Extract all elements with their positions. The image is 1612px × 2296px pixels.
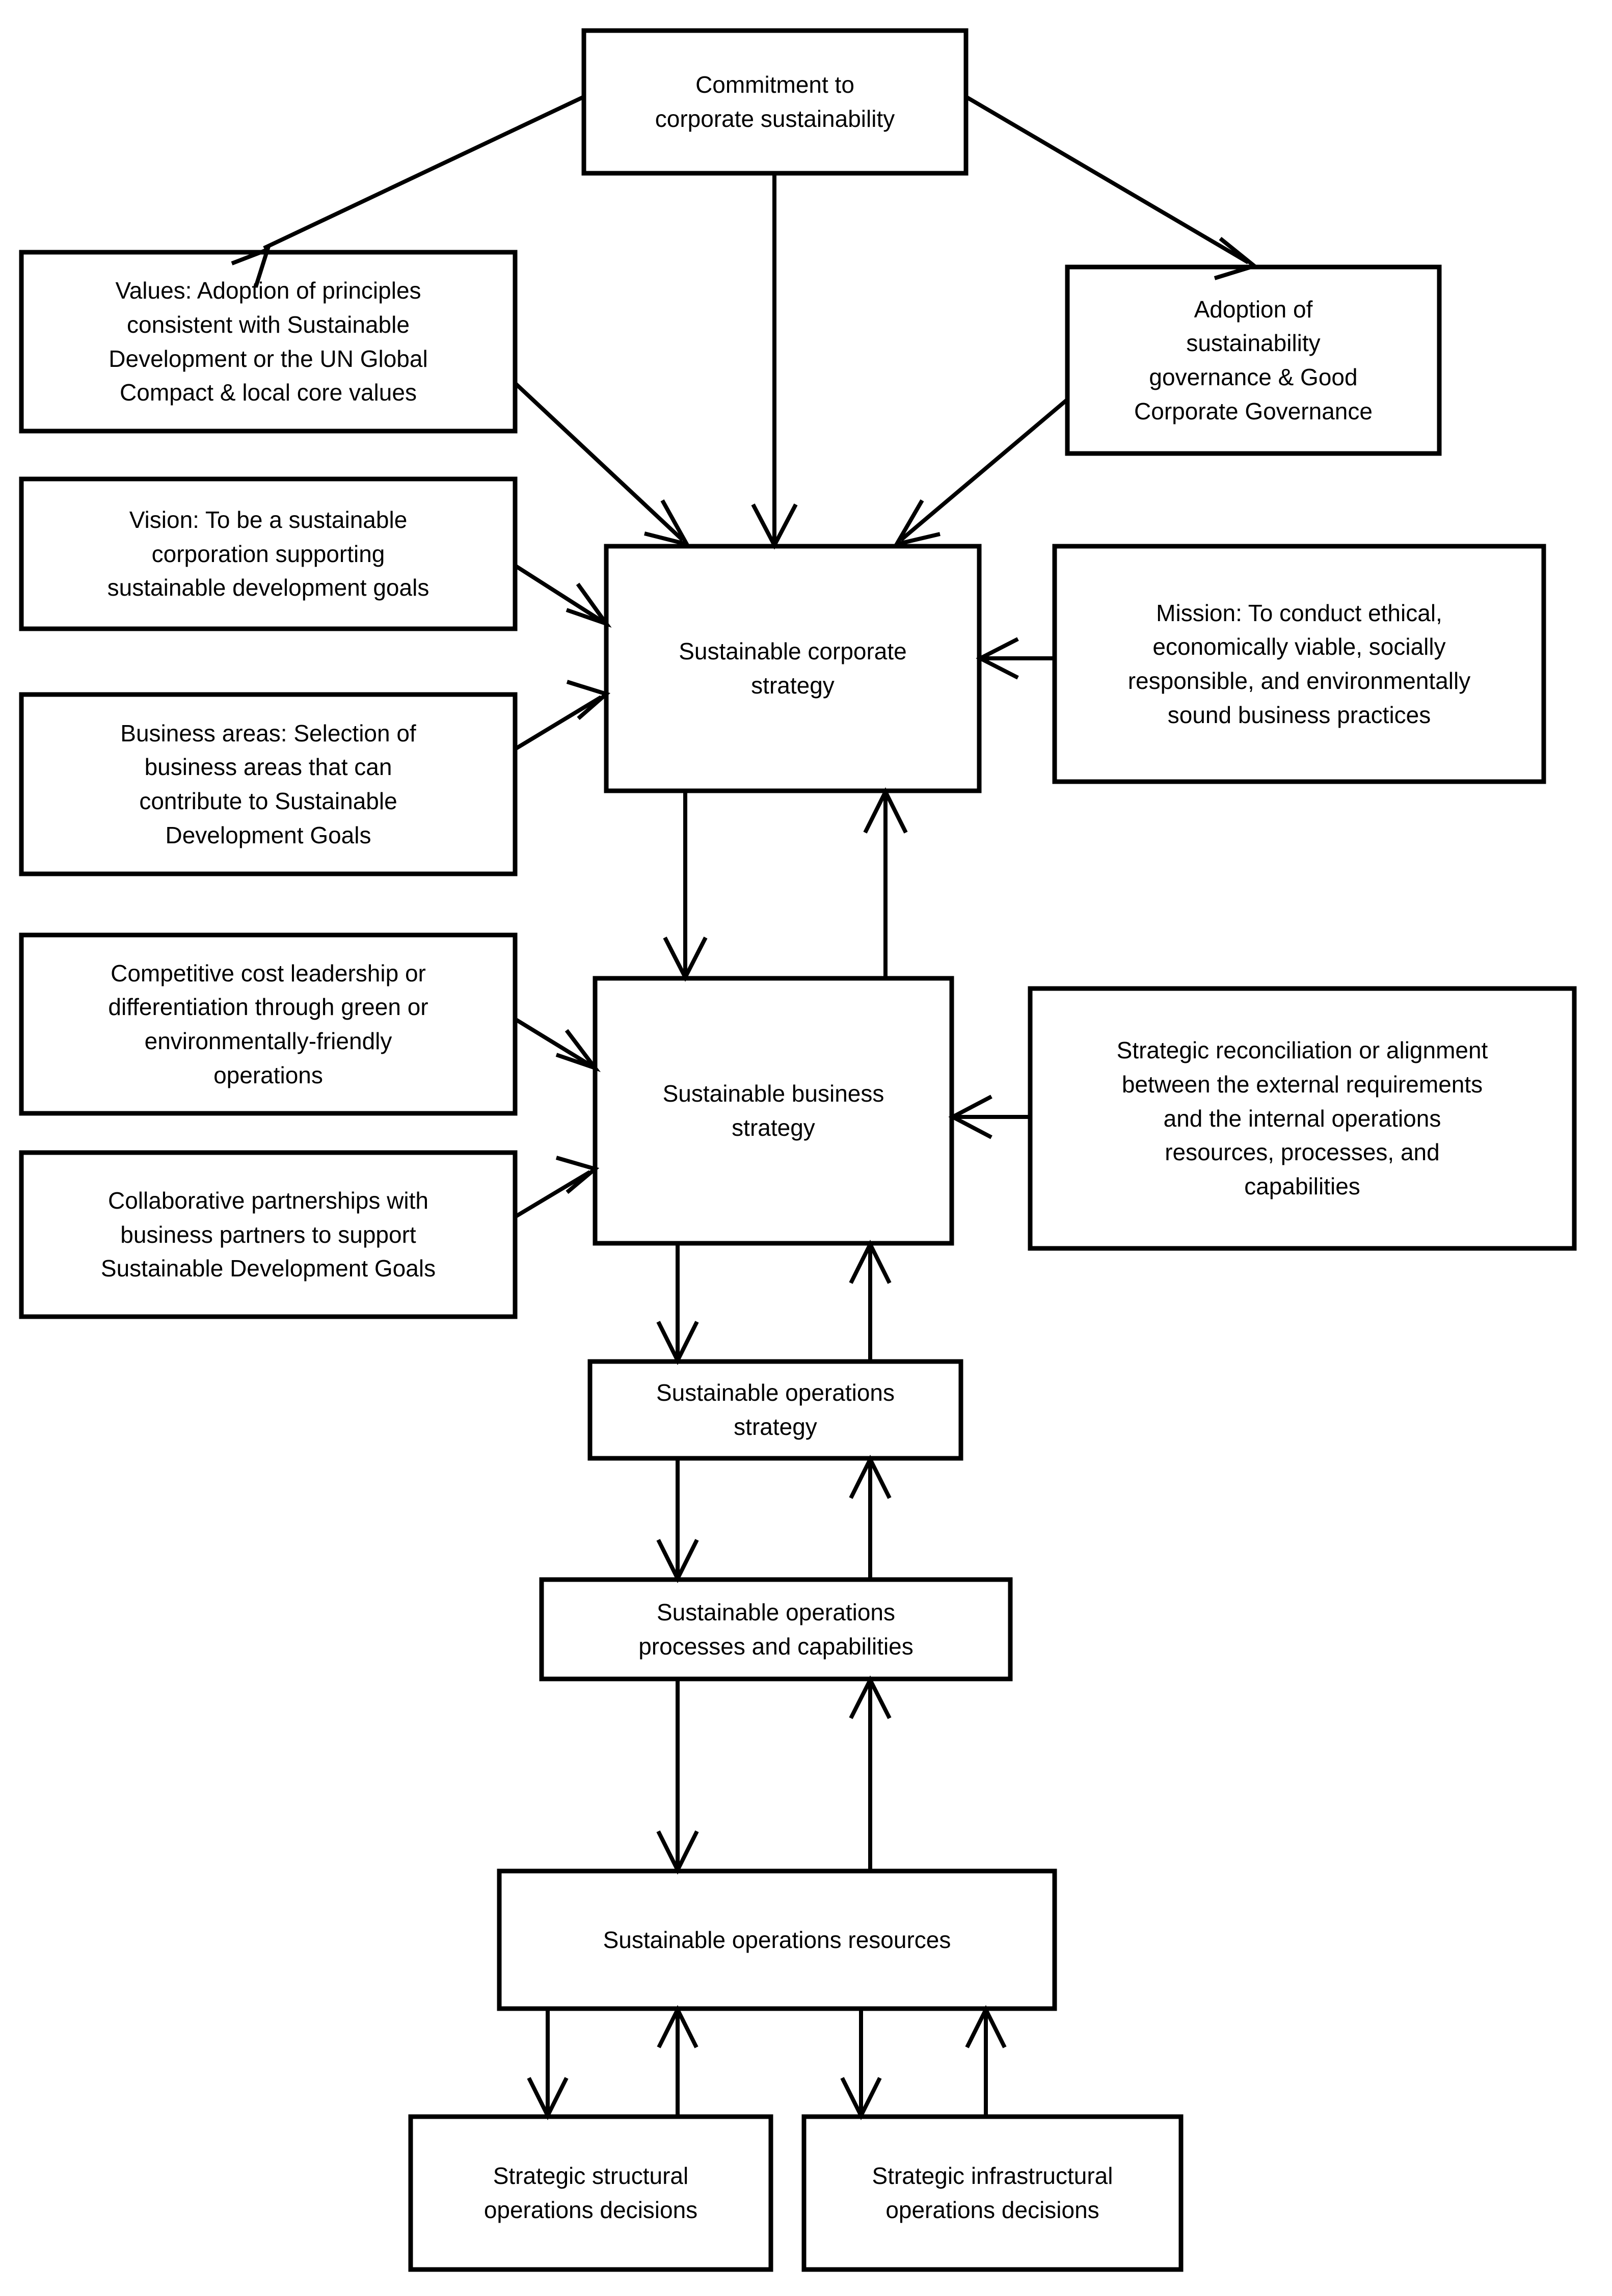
edge-cost-leadership-to-business-strategy [514,1017,601,1073]
node-box-structural-decisions[interactable] [408,2114,773,2272]
edge-infrastructural-decisions-to-operations-resources [965,2005,1007,2117]
node-box-corporate-strategy[interactable] [604,544,982,793]
edge-governance-to-corporate-strategy [892,397,1069,548]
node-box-cost-leadership[interactable] [19,932,518,1116]
node-box-business-areas[interactable] [19,692,518,876]
edge-operations-strategy-to-business-strategy [849,1240,892,1361]
node-box-operations-strategy[interactable] [587,1359,963,1461]
edge-structural-decisions-to-operations-resources [657,2005,698,2117]
node-box-infrastructural-decisions[interactable] [801,2114,1184,2272]
edge-operations-resources-to-structural-decisions [527,2009,569,2120]
node-box-reconciliation[interactable] [1028,986,1577,1251]
edge-operations-processes-to-operations-strategy [849,1455,892,1580]
node-box-governance[interactable] [1065,264,1442,456]
edge-commitment-to-corporate-strategy [751,173,798,550]
edge-vision-to-corporate-strategy [514,564,612,628]
node-box-operations-processes[interactable] [539,1577,1013,1681]
edges [231,95,1259,2120]
edge-business-areas-to-corporate-strategy [514,680,611,751]
node-box-partnerships[interactable] [19,1150,518,1319]
edge-partnerships-to-business-strategy [514,1156,600,1219]
node-box-values[interactable] [19,250,518,434]
edge-mission-to-corporate-strategy [976,637,1055,680]
node-boxes [19,28,1577,2272]
edge-operations-resources-to-operations-processes [849,1675,892,1871]
edge-corporate-strategy-to-business-strategy [663,791,708,982]
edge-commitment-to-governance [964,95,1259,280]
edge-operations-processes-to-operations-resources [656,1679,699,1875]
node-box-operations-resources[interactable] [497,1868,1057,2011]
node-box-business-strategy[interactable] [593,976,954,1246]
edge-commitment-to-values [231,95,585,288]
edge-operations-strategy-to-operations-processes [656,1458,699,1583]
edge-values-to-corporate-strategy [514,382,691,548]
edge-business-strategy-to-operations-strategy [656,1243,699,1365]
node-box-mission[interactable] [1052,544,1546,784]
node-box-commitment[interactable] [581,28,969,176]
edge-operations-resources-to-infrastructural-decisions [840,2009,882,2120]
edge-reconciliation-to-business-strategy [948,1094,1030,1139]
edge-business-strategy-to-corporate-strategy [863,787,908,978]
node-box-vision[interactable] [19,476,518,631]
